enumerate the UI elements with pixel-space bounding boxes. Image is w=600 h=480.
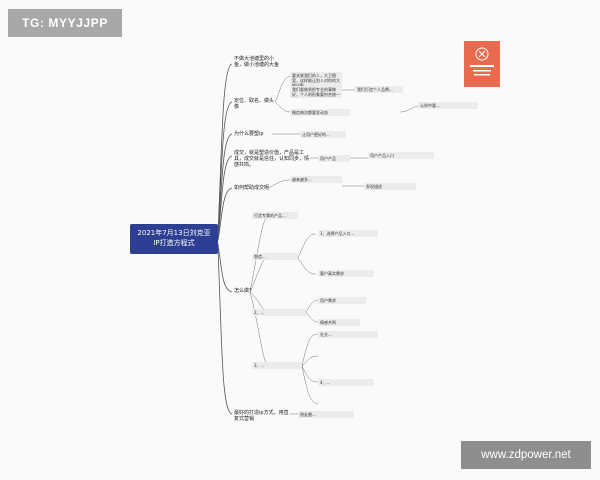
branch-line-1 (217, 63, 233, 233)
main-branch-6: 怎么做？ (234, 288, 255, 294)
detail-node-10: 发现描述 (364, 183, 416, 190)
branch-line-4 (217, 155, 233, 239)
branch-line-3 (217, 133, 233, 237)
detail-node-15: 用户需求 (318, 297, 366, 304)
detail-node-17: 2、... (252, 309, 306, 316)
detail-node-3: 我们打造个人品牌... (355, 86, 403, 93)
detail-node-7: 用户产品 (318, 155, 350, 162)
root-node: 2021年7月13日刘克亚 IP打造方程式 (130, 224, 218, 254)
seal-logo-icon (464, 41, 500, 87)
detail-node-20: 4、... (318, 379, 374, 386)
detail-node-16: 情感共鸣 (318, 319, 360, 326)
detail-node-6: 让用户更好的... (300, 131, 346, 138)
detail-node-1: 要关联我们的人，大卫图案，这样能让别人对你的大概印象 (290, 72, 342, 89)
main-branch-4: 成交，就是塑造价值，产品是工具，成交就是信任，认知同步，情感共鸣。 (234, 150, 310, 168)
main-branch-5: 如何帮助成交呢 (234, 185, 270, 191)
detail-node-21: 朋友圈... (298, 411, 354, 418)
root-line-1: 2021年7月13日刘克亚 (137, 229, 211, 237)
detail-node-9: 越来越多... (290, 176, 342, 183)
detail-node-12: 塑造... (252, 253, 298, 260)
branch-line-2 (217, 101, 233, 235)
detail-node-11: 打造专属的产品... (252, 212, 298, 219)
branch-line-6 (217, 243, 233, 293)
main-branch-2: 定位、取名、做头像 (234, 98, 275, 110)
detail-node-13: 1、选择产品入口... (318, 230, 378, 237)
detail-node-8: 用户产品入口 (368, 152, 434, 159)
detail-node-4: 微信每次都要发动态 (290, 109, 350, 116)
main-branch-7: 最好的打造ip方式，用直复式营销 (234, 410, 289, 422)
root-line-2: IP打造方程式 (153, 239, 195, 247)
detail-node-2: 我们要做到把专业的事做好，个人的形象要符合统一 (290, 86, 342, 98)
branch-line-5 (217, 187, 233, 241)
watermark-top-left: TG: MYYJJPP (8, 9, 122, 37)
detail-node-5: 认知中要... (418, 102, 478, 109)
detail-node-18: 3、... (252, 362, 302, 369)
watermark-bottom-right: www.zdpower.net (461, 441, 591, 469)
main-branch-3: 为什么要塑ip (234, 131, 264, 137)
main-branch-1: 不做大池塘里的小鱼，做小池塘的大鱼 (234, 56, 280, 68)
detail-node-14: 客户真实需求 (318, 270, 374, 277)
detail-node-19: 社交... (318, 331, 378, 338)
branch-line-7 (217, 247, 233, 415)
